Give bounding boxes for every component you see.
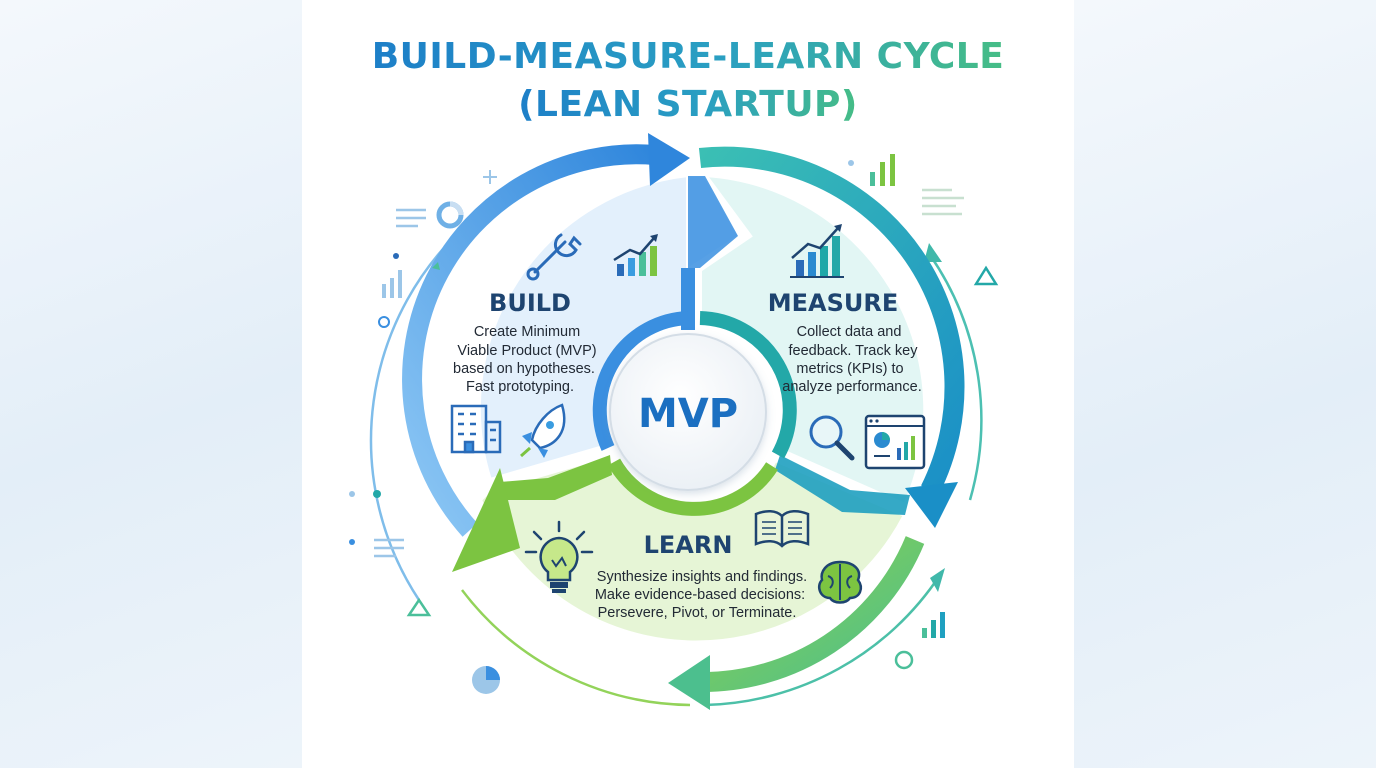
brain-icon — [818, 560, 862, 604]
measure-arrow-tail — [775, 455, 910, 515]
wrench-icon — [526, 233, 582, 281]
measure-desc-line-3: metrics (KPIs) to — [796, 361, 903, 377]
learn-desc-line-1: Synthesize insights and findings. — [597, 569, 807, 585]
outer-arc-left — [369, 221, 471, 601]
measure-arrow-band — [698, 146, 965, 495]
measure-desc-line-2: feedback. Track key — [789, 343, 919, 359]
build-desc-line-1: Create Minimum — [474, 324, 580, 340]
learn-arrow-lower-band — [699, 536, 925, 693]
mvp-label: MVP — [638, 391, 738, 437]
learn-arrow-tail — [490, 455, 612, 500]
build-arrow-band — [402, 144, 656, 537]
decor-right — [848, 154, 999, 670]
building-icon — [450, 404, 502, 454]
learn-desc-line-3: Persevere, Pivot, or Terminate. — [598, 605, 797, 621]
outer-arc-right — [928, 254, 983, 501]
build-desc-line-3: based on hypotheses. — [453, 361, 595, 377]
build-arrowhead — [648, 133, 690, 186]
measure-arrowhead — [905, 482, 958, 528]
outer-arc-bottom — [461, 589, 691, 707]
build-desc-line-2: Viable Product (MVP) — [457, 343, 596, 359]
lightbulb-icon — [524, 520, 594, 593]
right-backdrop — [1074, 0, 1376, 768]
build-arrow-tail — [688, 176, 738, 268]
learn-arrowhead — [452, 468, 520, 572]
learn-desc-line-2: Make evidence-based decisions: — [595, 587, 805, 603]
build-sector — [476, 172, 743, 483]
inner-ring-measure — [699, 311, 797, 459]
book-icon — [754, 510, 810, 548]
learn-title: LEARN — [644, 531, 733, 559]
decor-left — [349, 170, 500, 694]
measure-desc-line-4: analyze performance. — [782, 379, 921, 395]
title-line-1: BUILD-MEASURE-LEARN CYCLE — [372, 36, 1005, 77]
bar-chart-icon — [613, 234, 658, 276]
dashboard-icon — [864, 414, 926, 470]
learn-lower-arrowhead — [668, 655, 710, 710]
outer-arc-bottom-right — [704, 574, 942, 707]
inner-ring-learn — [607, 458, 778, 516]
small-arrowhead-right — [924, 243, 942, 262]
build-title: BUILD — [489, 289, 571, 317]
growth-chart-icon — [790, 224, 844, 278]
measure-desc-line-1: Collect data and — [797, 324, 902, 340]
left-backdrop — [0, 0, 302, 768]
magnifier-icon — [809, 415, 855, 461]
inner-ring-build — [592, 311, 689, 451]
rocket-icon — [520, 403, 566, 458]
measure-title: MEASURE — [768, 289, 899, 317]
small-arrowhead-bottom — [930, 568, 945, 592]
title-line-2: (LEAN STARTUP) — [518, 84, 858, 125]
mvp-circle — [609, 333, 767, 491]
build-desc-line-4: Fast prototyping. — [466, 379, 574, 395]
